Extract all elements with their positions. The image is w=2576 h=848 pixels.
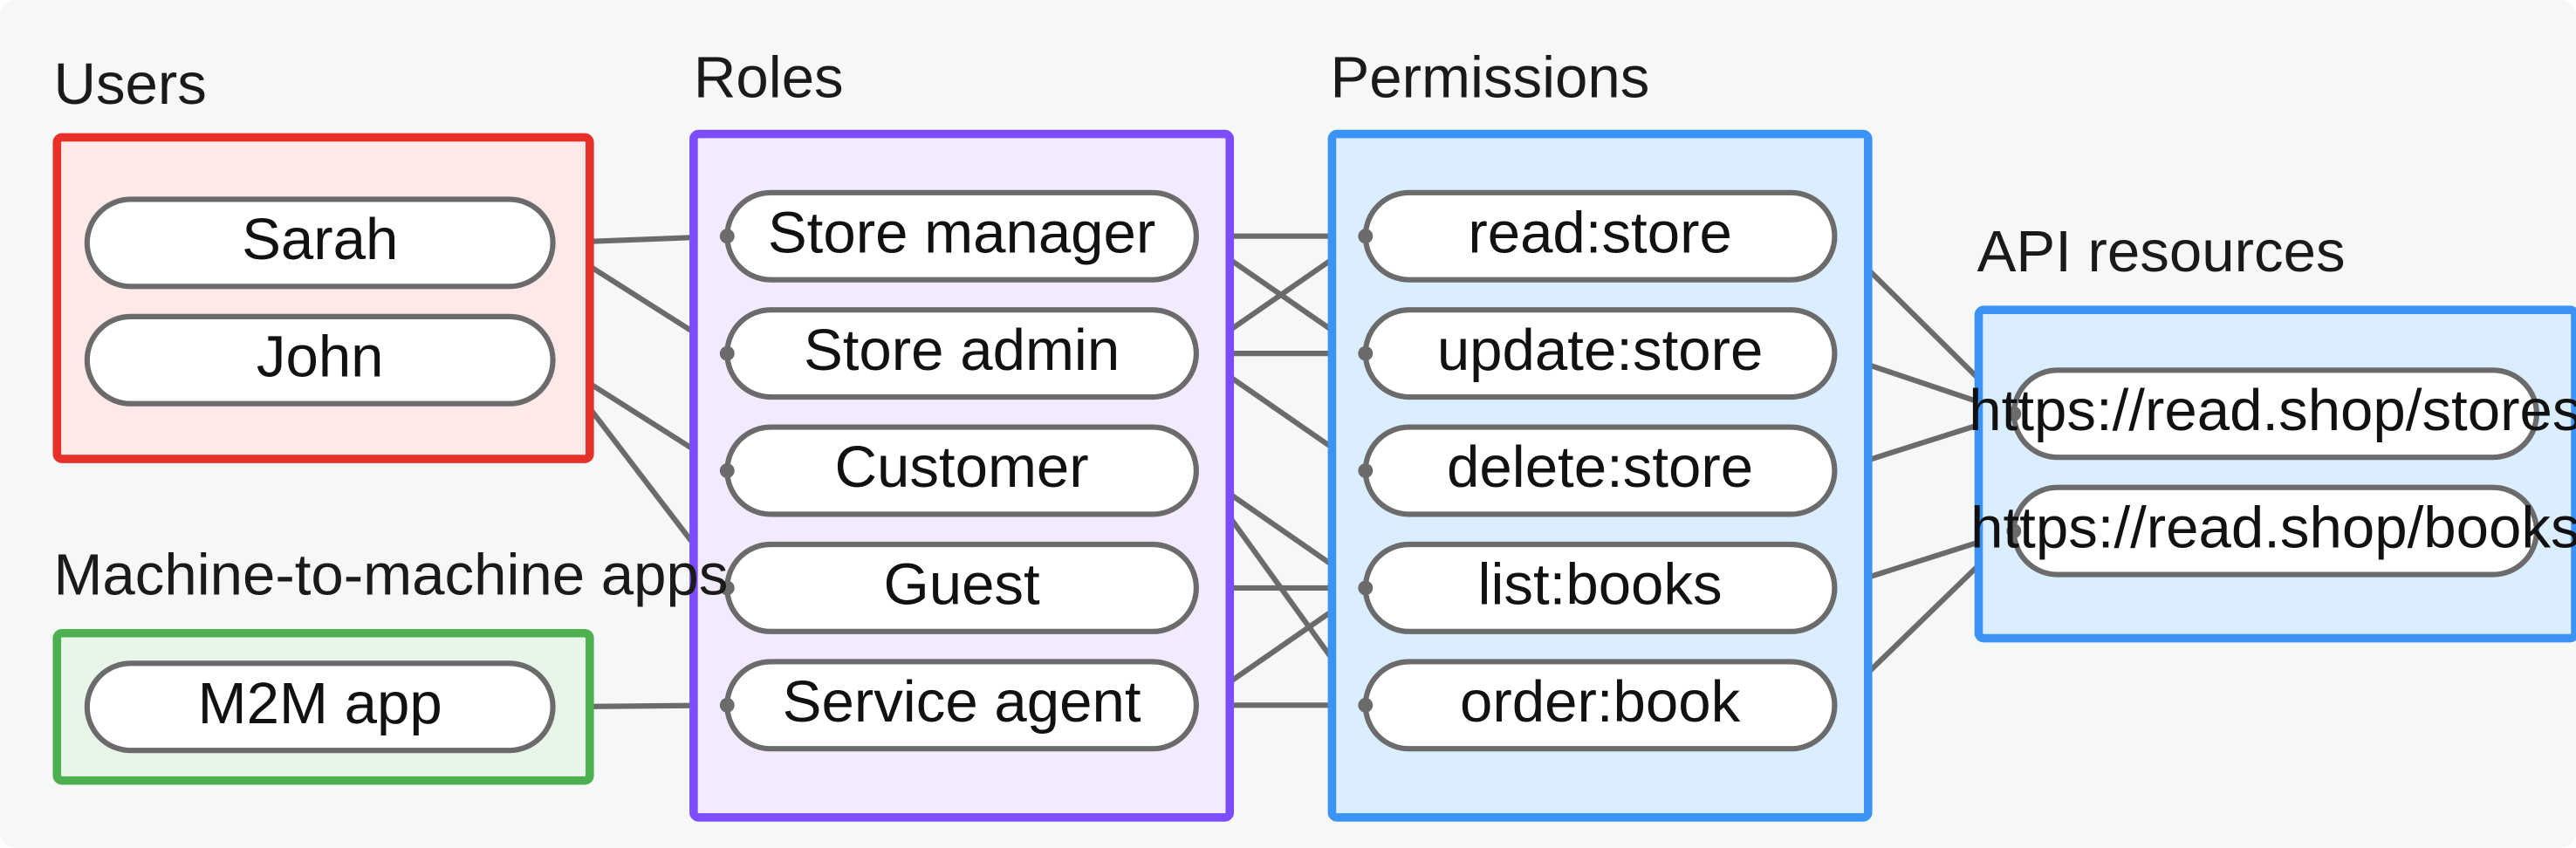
connector-dot-order_book (1358, 697, 1374, 713)
connector-dot-store_manager (719, 229, 735, 244)
node-label-read_store: read:store (1468, 200, 1732, 265)
connector-dot-update_store (1358, 345, 1374, 361)
connector-dot-delete_store (1358, 463, 1374, 478)
node-label-update_store: update:store (1437, 318, 1764, 383)
node-label-delete_store: delete:store (1447, 434, 1753, 500)
node-label-guest: Guest (883, 552, 1040, 618)
nodes-layer (84, 189, 2539, 754)
node-label-list_books: list:books (1478, 552, 1723, 618)
node-john[interactable] (84, 313, 556, 407)
node-label-store_manager: Store manager (768, 200, 1155, 265)
connector-dot-list_books (1358, 580, 1374, 596)
node-label-res_books: https://read.shop/books (1970, 495, 2576, 560)
group-label-roles: Roles (694, 44, 844, 110)
connector-dot-read_store (1358, 229, 1374, 244)
group-box-users (52, 133, 594, 463)
dots-layer (719, 229, 2022, 713)
connector-dot-customer (719, 463, 735, 478)
connector-dot-service_agent (719, 697, 735, 713)
group-label-permissions: Permissions (1330, 44, 1649, 110)
node-label-res_stores: https://read.shop/stores (1969, 378, 2576, 443)
node-sarah[interactable] (84, 196, 556, 290)
connector-dot-res_stores (2006, 406, 2022, 421)
node-label-sarah: Sarah (242, 207, 398, 272)
node-label-store_admin: Store admin (804, 318, 1120, 383)
group-label-api_resources: API resources (1977, 219, 2346, 284)
node-label-service_agent: Service agent (783, 669, 1141, 735)
connector-dot-store_admin (719, 345, 735, 361)
node-label-order_book: order:book (1460, 669, 1741, 735)
group-box-api_resources (1974, 305, 2576, 643)
node-label-m2mapp: M2M app (198, 671, 442, 736)
node-label-customer: Customer (834, 434, 1088, 500)
connector-dot-res_books (2006, 523, 2022, 539)
group-label-users: Users (53, 51, 206, 117)
node-label-john: John (257, 325, 384, 390)
connector-dot-guest (719, 580, 735, 596)
node-m2mapp[interactable] (84, 660, 556, 754)
group-label-m2m: Machine-to-machine apps (53, 543, 728, 608)
